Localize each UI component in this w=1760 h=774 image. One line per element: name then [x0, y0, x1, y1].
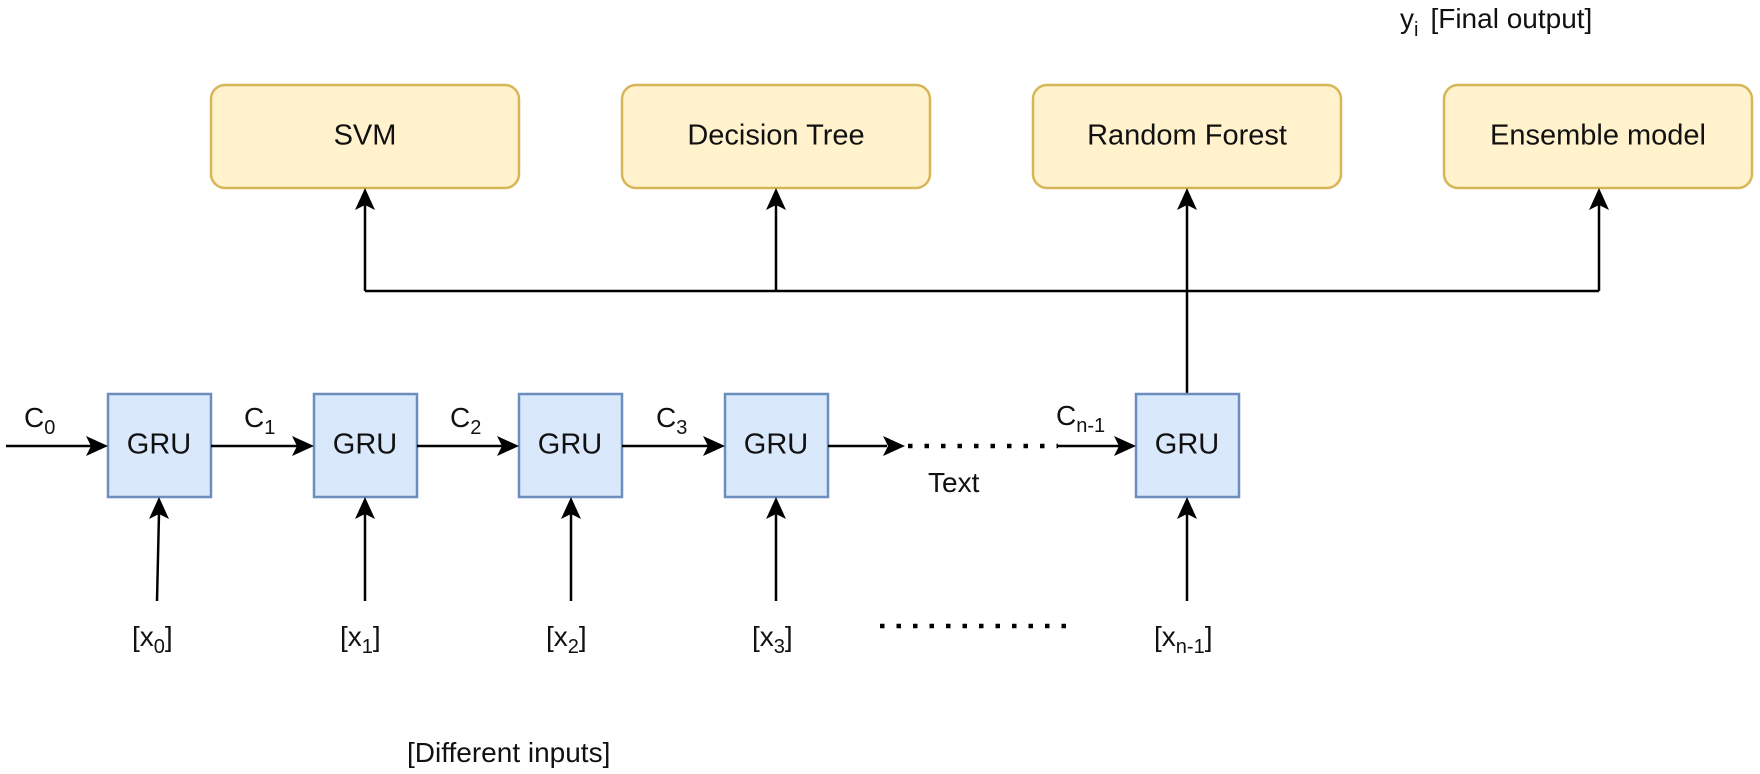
final-output-label: yi[Final output]: [1400, 3, 1592, 41]
arrow-to-decision-tree: [766, 188, 786, 291]
input-label-x1: [x1]: [340, 621, 381, 658]
gru-label: GRU: [744, 429, 808, 461]
state-arrow-3: [622, 436, 725, 456]
gru-label: GRU: [127, 429, 191, 461]
input-label-x2: [x2]: [546, 621, 587, 658]
input-arrow-n-1: [1177, 497, 1197, 601]
gru-cell-3: GRU: [723, 392, 830, 499]
input-label-x0: [x0]: [132, 621, 173, 658]
text-label: Text: [928, 467, 980, 498]
input-arrow-2: [561, 497, 581, 601]
model-ensemble: Ensemble model: [1442, 83, 1754, 190]
state-label-cn-1: Cn-1: [1056, 400, 1105, 437]
state-arrow-2: [417, 436, 519, 456]
model-decision-tree: Decision Tree: [620, 83, 932, 190]
model-random-forest: Random Forest: [1031, 83, 1343, 190]
state-arrow-1: [211, 436, 314, 456]
input-label-x3: [x3]: [752, 621, 793, 658]
model-random-forest-label: Random Forest: [1087, 120, 1287, 152]
model-ensemble-label: Ensemble model: [1490, 120, 1706, 152]
arrow-to-svm: [355, 188, 375, 291]
gru-cell-0: GRU: [106, 392, 213, 499]
gru-cell-n-1: GRU: [1134, 392, 1241, 499]
arrow-to-ensemble: [1589, 188, 1609, 291]
input-arrow-1: [355, 497, 375, 601]
state-arrow-n-1: [1058, 436, 1136, 456]
inputs-caption: [Different inputs]: [407, 737, 610, 768]
arrow-to-random-forest: [1177, 188, 1197, 291]
state-label-c3: C3: [656, 402, 687, 439]
input-arrow-0: [149, 497, 169, 602]
gru-label: GRU: [1155, 429, 1219, 461]
state-arrow-0: [6, 436, 108, 456]
distribution-connector: [365, 289, 1599, 394]
gru-label: GRU: [333, 429, 397, 461]
gru-cell-2: GRU: [517, 392, 624, 499]
model-decision-tree-label: Decision Tree: [687, 120, 864, 152]
model-svm-label: SVM: [334, 120, 397, 152]
state-label-c0: C0: [24, 402, 55, 439]
gru-cell-1: GRU: [312, 392, 419, 499]
model-svm: SVM: [209, 83, 521, 190]
gru-label: GRU: [538, 429, 602, 461]
input-label-xn-1: [xn-1]: [1154, 621, 1212, 658]
state-arrow-4: [828, 436, 905, 456]
input-arrow-3: [766, 497, 786, 601]
state-label-c2: C2: [450, 402, 481, 439]
state-label-c1: C1: [244, 402, 275, 439]
